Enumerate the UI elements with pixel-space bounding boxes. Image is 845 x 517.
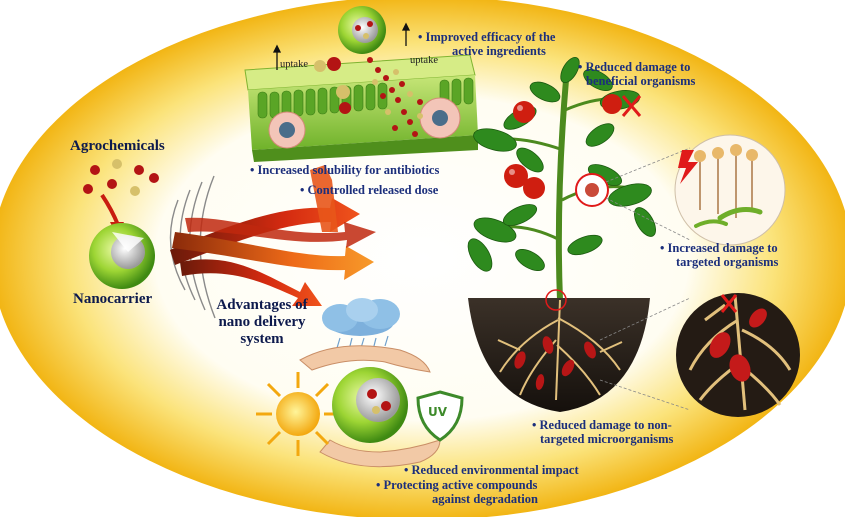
nontargeted-line-1: • Reduced damage to non- (532, 418, 673, 432)
nontargeted-line-2: targeted microorganisms (532, 432, 673, 446)
top-nanocarrier-icon (338, 6, 386, 54)
uv-badge: UV (428, 405, 447, 419)
nontargeted-label: • Reduced damage to non- targeted microo… (532, 418, 673, 446)
advantages-title: Advantages of nano delivery system (202, 297, 322, 348)
nanocarrier-sphere-icon (89, 223, 155, 289)
targeted-label: • Increased damage to targeted organisms (660, 241, 778, 269)
protecting-line-2: against degradation (376, 492, 538, 506)
bottom-nanocarrier-icon (332, 367, 408, 443)
nanocarrier-label: Nanocarrier (73, 291, 152, 308)
efficacy-label: • Improved efficacy of the active ingred… (418, 30, 555, 58)
beneficial-line-1: • Reduced damage to (578, 60, 695, 74)
advantages-line-3: system (202, 331, 322, 348)
advantages-line-2: nano delivery (202, 314, 322, 331)
protecting-label: • Protecting active compounds against de… (376, 478, 538, 506)
protecting-line-1: • Protecting active compounds (376, 478, 538, 492)
uptake-label-left: uptake (280, 58, 308, 72)
agrochemicals-label: Agrochemicals (70, 138, 165, 155)
beneficial-line-2: beneficial organisms (578, 74, 695, 88)
sun-icon (256, 372, 340, 456)
solubility-label: • Increased solubility for antibiotics (250, 163, 439, 177)
beneficial-label: • Reduced damage to beneficial organisms (578, 60, 695, 88)
environmental-label: • Reduced environmental impact (404, 463, 579, 477)
targeted-line-1: • Increased damage to (660, 241, 778, 255)
controlled-release-label: • Controlled released dose (300, 183, 438, 197)
targeted-line-2: targeted organisms (660, 255, 778, 269)
efficacy-line-2: active ingredients (418, 44, 555, 58)
advantages-line-1: Advantages of (202, 297, 322, 314)
efficacy-line-1: • Improved efficacy of the (418, 30, 555, 44)
